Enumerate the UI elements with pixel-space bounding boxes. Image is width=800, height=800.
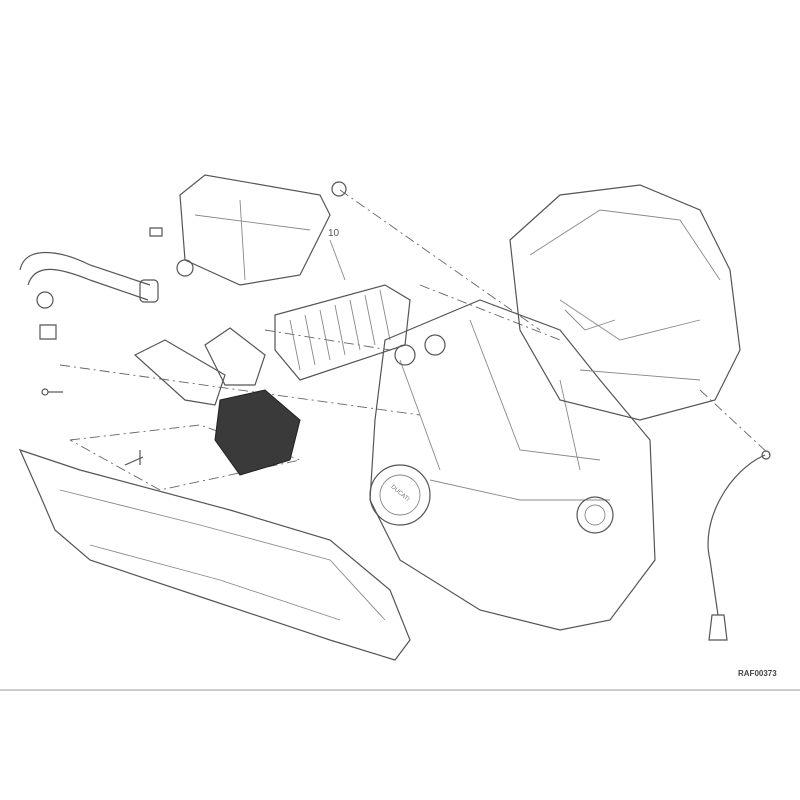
leader-lines: [59, 189, 771, 491]
breather-box: [149, 174, 347, 286]
engine: [369, 299, 656, 631]
callout-label: 10: [328, 228, 340, 239]
airbox-cover: [509, 184, 741, 421]
intake-duct: [41, 339, 301, 476]
breather-hose: [19, 251, 159, 340]
fairing-panel: [18, 449, 411, 661]
bottom-divider: [0, 689, 800, 691]
sensor-cable: [707, 450, 771, 641]
engine-logo: DUCATI: [390, 484, 411, 503]
air-filter: [274, 239, 411, 381]
gasket: [204, 327, 266, 386]
drawing-code: RAF00373: [738, 669, 777, 678]
